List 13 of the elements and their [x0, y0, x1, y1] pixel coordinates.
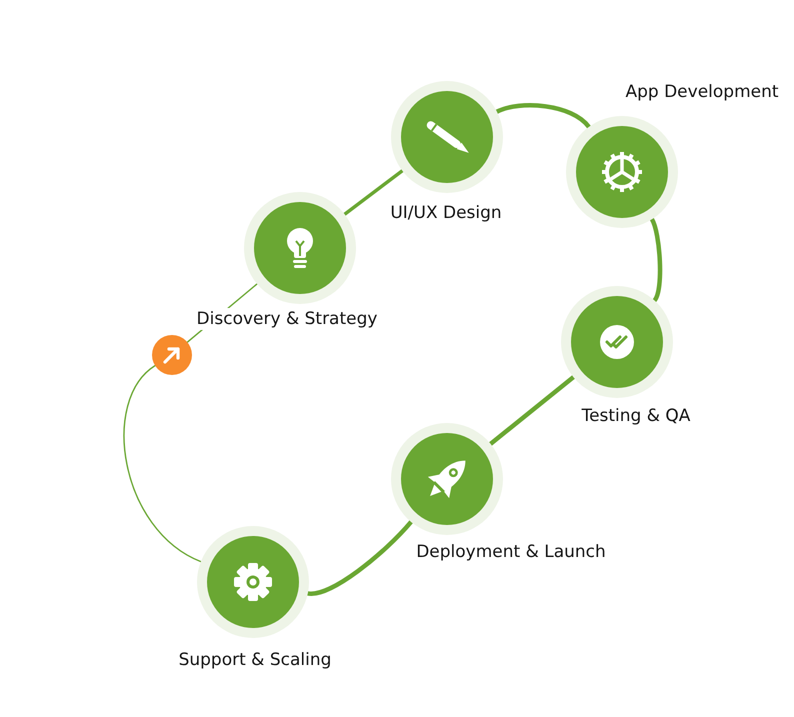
step-label: Testing & QA — [582, 405, 690, 427]
connector-line — [650, 217, 662, 303]
connector-line — [488, 374, 576, 446]
connector-line — [494, 103, 592, 130]
step-label: UI/UX Design — [390, 202, 502, 224]
arrow-up-right-icon — [152, 335, 192, 375]
connector-line — [306, 520, 414, 596]
connector-line — [124, 364, 202, 562]
connector-line — [342, 169, 404, 216]
step-label: Discovery & Strategy — [196, 308, 378, 330]
step-label: Deployment & Launch — [416, 541, 606, 563]
step-label: App Development — [625, 81, 779, 103]
step-label: Support & Scaling — [178, 649, 332, 671]
